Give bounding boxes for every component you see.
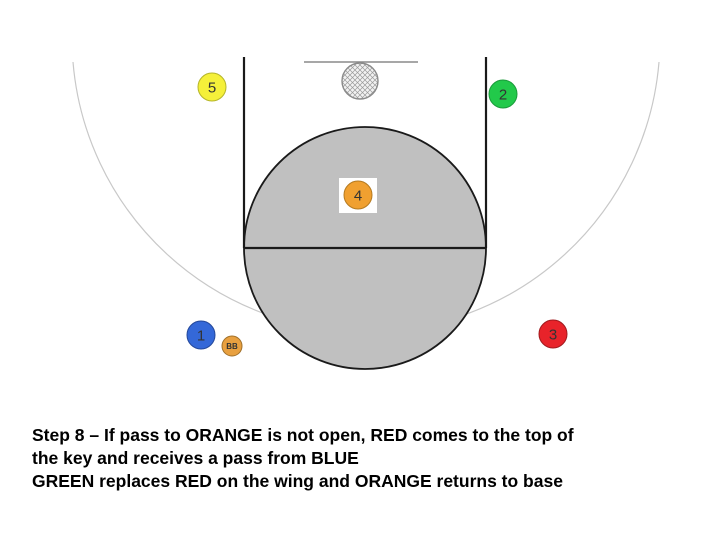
player-2: 2 — [485, 72, 518, 112]
player-4-label: 4 — [354, 188, 362, 205]
player-3-label: 3 — [549, 327, 557, 344]
player-2-marker — [488, 79, 518, 109]
player-1: 1 — [186, 320, 216, 350]
player-5-marker — [197, 72, 227, 102]
caption-line-1: Step 8 – If pass to ORANGE is not open, … — [32, 425, 574, 445]
basketball-icon — [221, 335, 243, 357]
basket-hoop — [341, 62, 379, 100]
caption-line-2: the key and receives a pass from BLUE — [32, 448, 359, 468]
player-2-label: 2 — [499, 87, 507, 104]
player-4-marker — [343, 180, 373, 210]
player-1-label: 1 — [197, 328, 205, 345]
player-4: 4 — [339, 178, 377, 213]
player-3: 3 — [538, 319, 568, 349]
basketball-label: BB — [226, 342, 238, 351]
caption-line-3: GREEN replaces RED on the wing and ORANG… — [32, 471, 563, 491]
player-1-marker — [186, 320, 216, 350]
basketball: BB — [221, 335, 243, 357]
player-5-label: 5 — [208, 80, 216, 97]
player-5: 5 — [197, 72, 227, 102]
step-caption: Step 8 – If pass to ORANGE is not open, … — [32, 424, 712, 493]
player-3-marker — [538, 319, 568, 349]
